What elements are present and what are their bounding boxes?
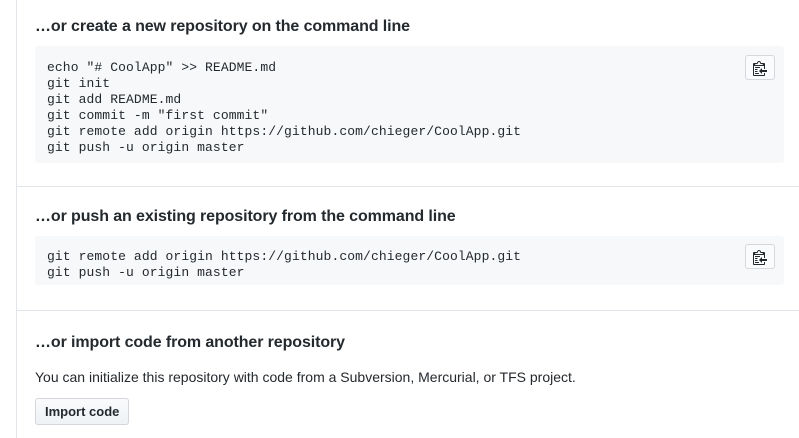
section-heading-import-code: …or import code from another repository [35, 334, 345, 351]
copy-to-clipboard-button[interactable] [745, 244, 775, 269]
section-create-new-repository: …or create a new repository on the comma… [17, 0, 799, 186]
quick-setup-panel: …or create a new repository on the comma… [16, 0, 799, 438]
section-heading-create-new-repository: …or create a new repository on the comma… [35, 18, 410, 35]
import-code-button[interactable]: Import code [35, 398, 130, 425]
clipboard-copy-icon [753, 60, 767, 76]
section-import-code: …or import code from another repository … [17, 310, 799, 438]
clipboard-copy-icon [753, 249, 767, 265]
section-heading-push-existing-repository: …or push an existing repository from the… [35, 208, 456, 225]
code-text-create-new-repository[interactable]: echo "# CoolApp" >> README.md git init g… [47, 60, 522, 155]
import-code-description: You can initialize this repository with … [35, 369, 576, 385]
code-text-push-existing-repository[interactable]: git remote add origin https://github.com… [47, 249, 522, 280]
section-push-existing-repository: …or push an existing repository from the… [17, 186, 799, 310]
code-block-push-existing-repository: git remote add origin https://github.com… [35, 236, 784, 285]
code-block-create-new-repository: echo "# CoolApp" >> README.md git init g… [35, 46, 784, 163]
copy-to-clipboard-button[interactable] [745, 55, 775, 80]
